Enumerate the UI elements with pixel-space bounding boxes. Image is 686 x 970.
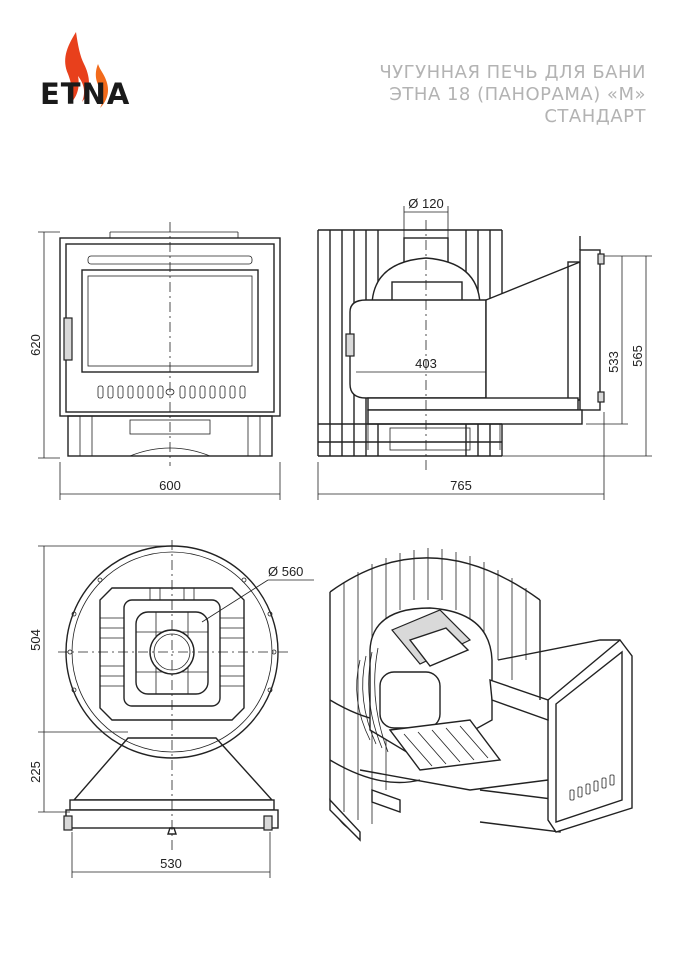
dim-flue-diameter: Ø 120 [408,196,443,211]
etna-logo [65,32,108,108]
dim-inner-width: 403 [415,356,437,371]
dim-side-height-inner: 533 [606,351,621,373]
dim-top-front: 225 [28,761,43,783]
logo-text: ETNA [40,77,131,111]
dim-top-depth: 504 [28,629,43,651]
title-line-3: СТАНДАРТ [544,106,646,127]
title-line-2: ЭТНА 18 (ПАНОРАМА) «М» [389,84,646,105]
dim-side-height-outer: 565 [630,345,645,367]
flame-icon [65,32,89,104]
top-view: Ø 560 504 225 530 [28,540,314,878]
document-title: ЧУГУННАЯ ПЕЧЬ ДЛЯ БАНИ ЭТНА 18 (ПАНОРАМА… [379,62,646,128]
side-view: Ø 120 403 533 565 765 [317,196,652,500]
title-line-1: ЧУГУННАЯ ПЕЧЬ ДЛЯ БАНИ [379,62,646,83]
dim-side-width: 765 [450,478,472,493]
flame-inner-icon [95,64,108,108]
dim-front-height: 620 [28,334,43,356]
front-view: 620 600 [28,222,281,500]
dim-top-width: 530 [160,856,182,871]
dim-top-diameter: Ø 560 [268,564,303,579]
isometric-view [329,548,633,842]
dim-front-width: 600 [159,478,181,493]
